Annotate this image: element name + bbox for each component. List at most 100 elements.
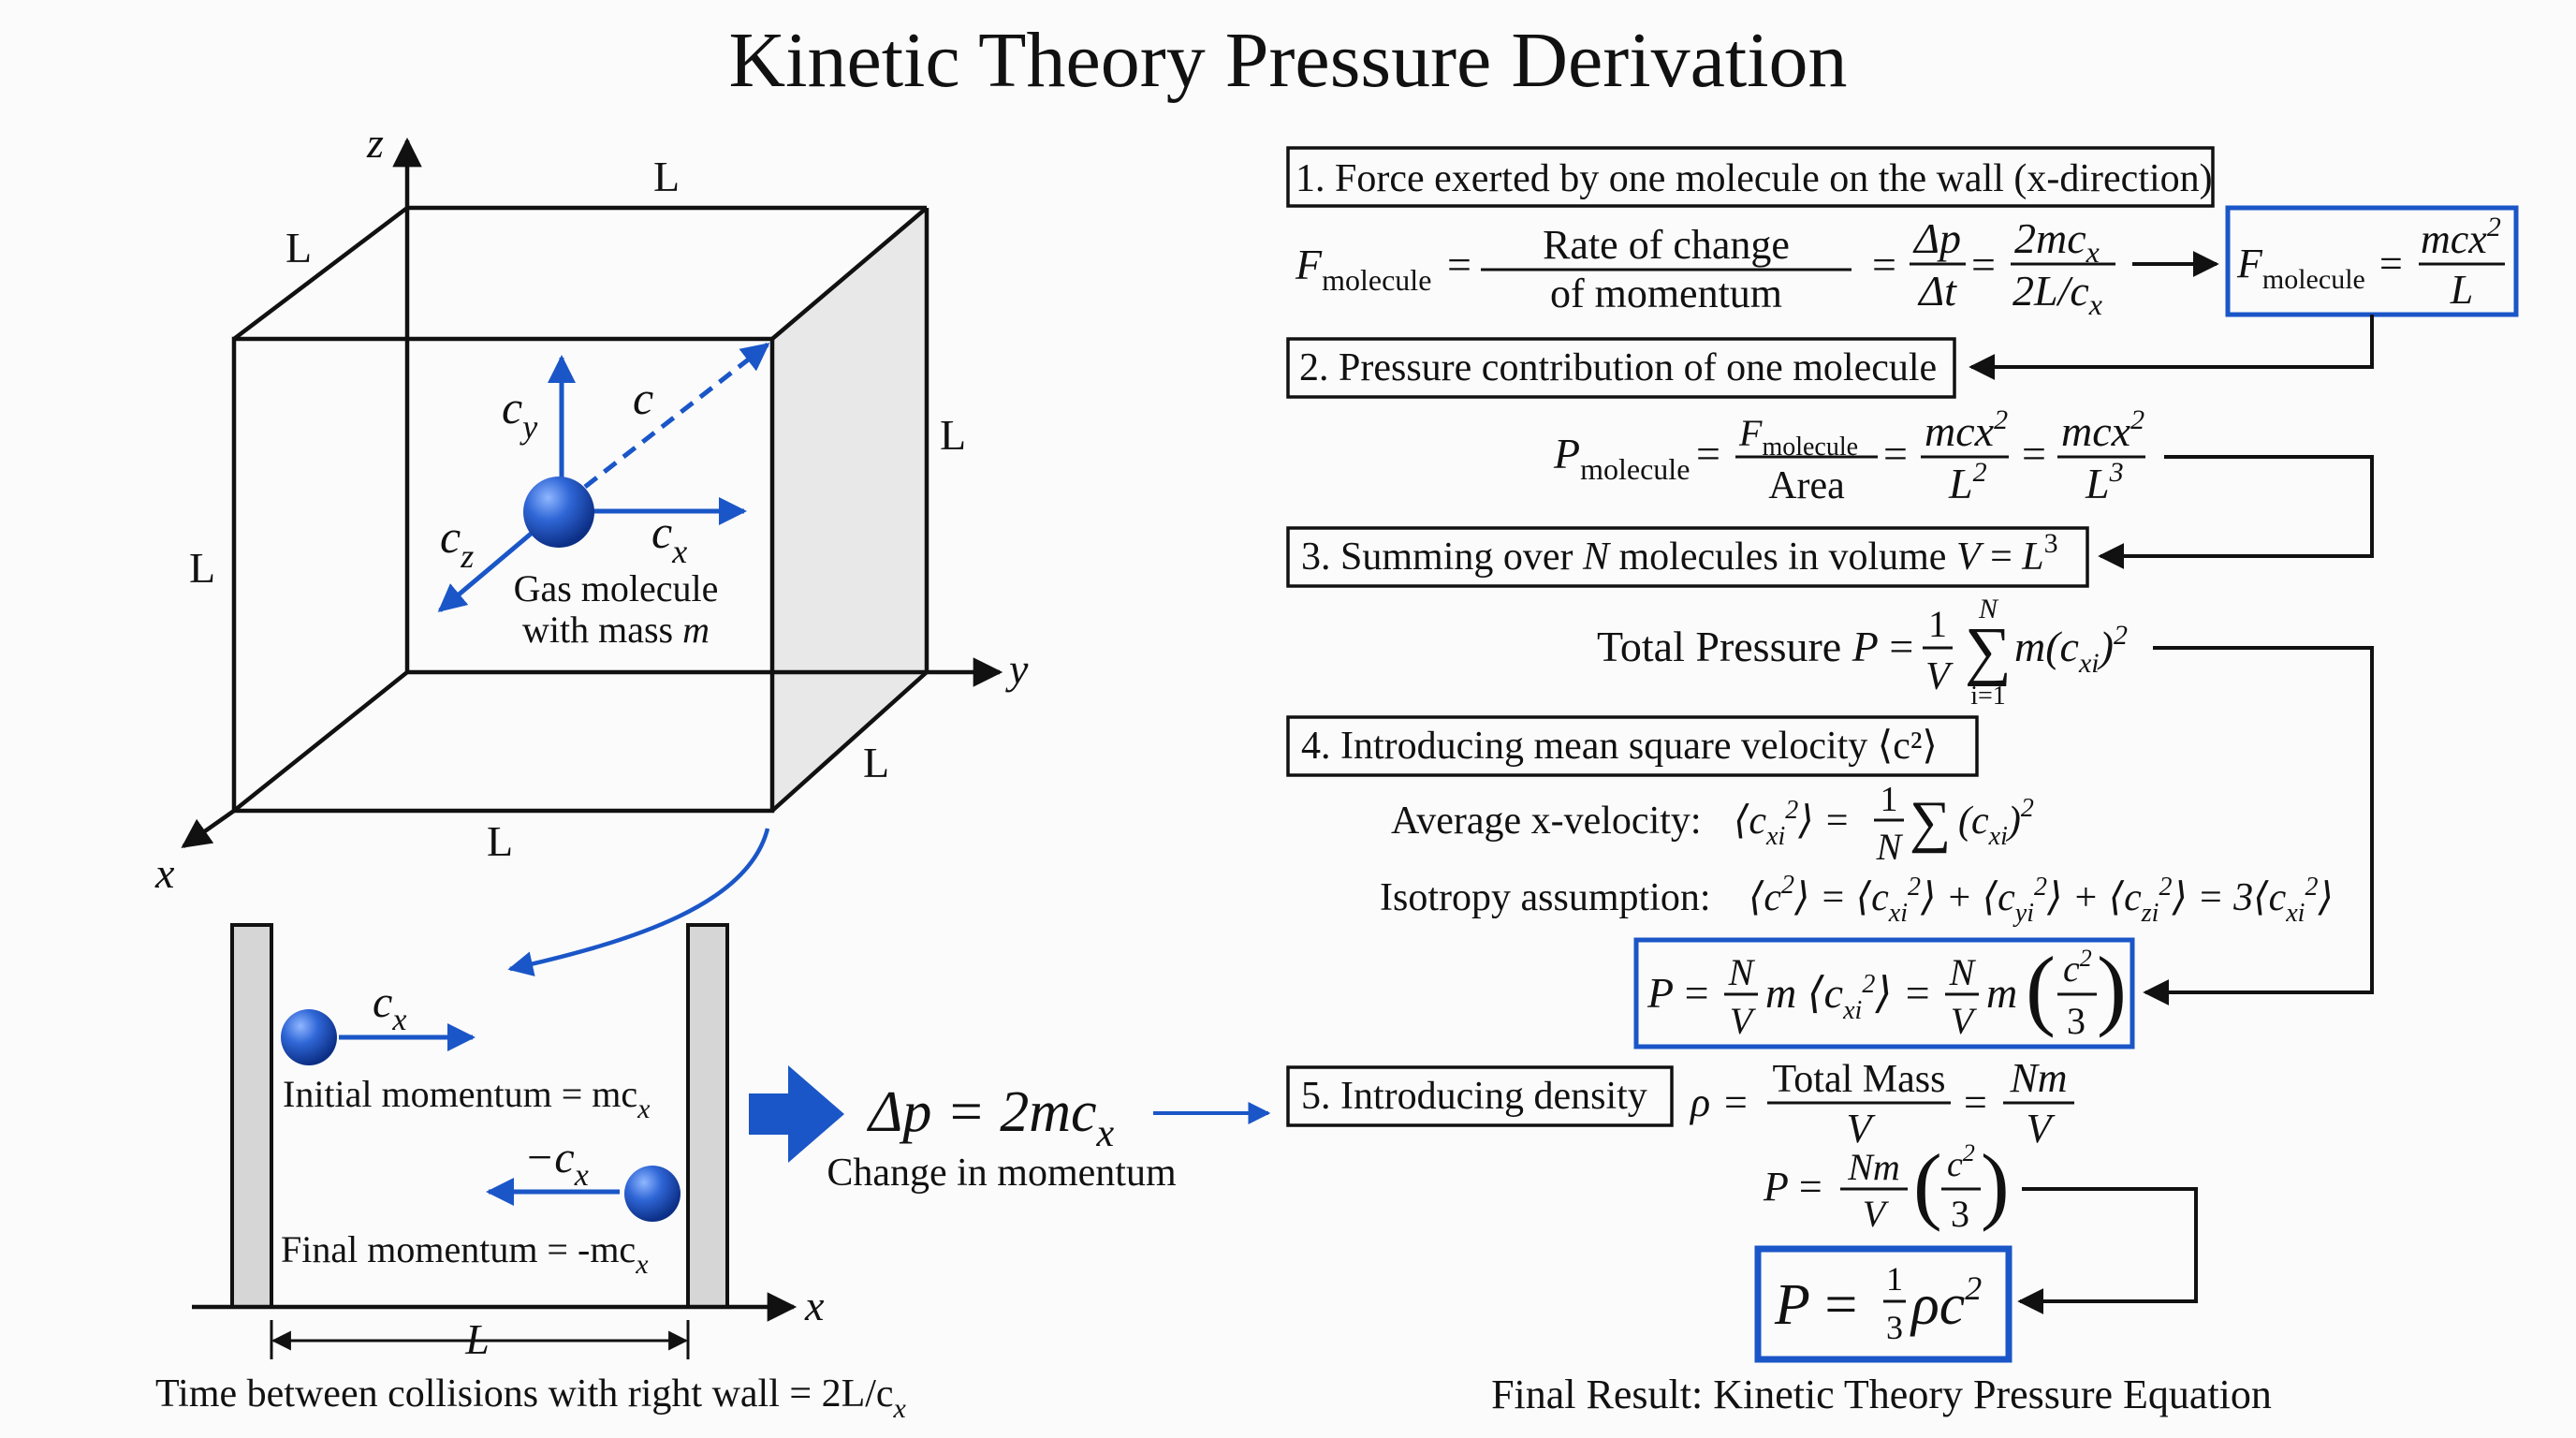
x-axis-arrow bbox=[181, 809, 236, 848]
derivation-steps: 1. Force exerted by one molecule on the … bbox=[1286, 146, 2519, 1417]
svg-text:Nm: Nm bbox=[2009, 1055, 2067, 1101]
svg-text:Average x-velocity:: Average x-velocity: bbox=[1391, 800, 1702, 843]
gas-molecule bbox=[523, 477, 594, 548]
svg-text:Fmolecule: Fmolecule bbox=[1295, 241, 1431, 297]
svg-text:1: 1 bbox=[1886, 1260, 1903, 1298]
step4-result: P = N V m ⟨cxi2⟩ = N V m ( c2 3 ) bbox=[1647, 938, 2127, 1042]
svg-text:=: = bbox=[1696, 430, 1720, 477]
cube-edge-tr bbox=[770, 206, 929, 341]
x-axis-label: x bbox=[154, 849, 175, 897]
svg-text:(: ( bbox=[1913, 1137, 1942, 1232]
cube-edge-bl bbox=[232, 670, 409, 813]
final-result-box bbox=[1754, 1245, 2012, 1363]
step3-to-result4-arrow bbox=[2143, 646, 2374, 1005]
svg-text:Area: Area bbox=[1768, 464, 1845, 507]
step3-box bbox=[1286, 526, 2089, 588]
svg-text:V: V bbox=[1863, 1193, 1890, 1235]
svg-text:mcx2: mcx2 bbox=[2421, 212, 2501, 262]
step3-heading: 3. Summing over N molecules in volume V … bbox=[1301, 528, 2058, 579]
svg-text:): ) bbox=[2097, 938, 2127, 1038]
edge-label-left: L bbox=[189, 544, 215, 592]
svg-text:Isotropy assumption:: Isotropy assumption: bbox=[1380, 876, 1711, 919]
svg-text:m: m bbox=[1986, 969, 2017, 1017]
velocity-c-arrow bbox=[583, 343, 770, 489]
step1-equation: Fmolecule = Rate of change of momentum =… bbox=[1295, 214, 2115, 321]
cube-right-face bbox=[772, 208, 927, 811]
svg-text:1: 1 bbox=[1928, 603, 1947, 645]
final-velocity-label: −cx bbox=[524, 1133, 589, 1193]
svg-text:Total Pressure P =: Total Pressure P = bbox=[1597, 623, 1913, 670]
svg-text:N: N bbox=[1949, 951, 1977, 993]
momentum-change-arrow bbox=[749, 1065, 844, 1163]
svg-text:3: 3 bbox=[1886, 1309, 1903, 1346]
svg-text:i=1: i=1 bbox=[1970, 682, 2006, 711]
cube-front-face bbox=[231, 336, 775, 814]
step1-result: Fmolecule = mcx2 L bbox=[2236, 212, 2505, 313]
left-wall bbox=[230, 923, 273, 1309]
density-equation: ρ = Total Mass V = Nm V bbox=[1689, 1055, 2074, 1152]
svg-text:N: N bbox=[1978, 594, 1999, 624]
right-wall bbox=[686, 923, 729, 1309]
svg-text:L2: L2 bbox=[1948, 457, 1987, 507]
final-result-caption: Final Result: Kinetic Theory Pressure Eq… bbox=[1491, 1372, 2272, 1417]
svg-text:⟨cxi2⟩ =: ⟨cxi2⟩ = bbox=[1734, 796, 1850, 851]
svg-text:m(cxi)2: m(cxi)2 bbox=[2014, 620, 2128, 679]
svg-text:Δt: Δt bbox=[1917, 267, 1957, 315]
svg-text:∑: ∑ bbox=[1965, 615, 2012, 687]
svg-text:=: = bbox=[1964, 1079, 1987, 1125]
svg-text:⟨c2⟩ = ⟨cxi2⟩ + ⟨cyi2⟩ + ⟨czi2: ⟨c2⟩ = ⟨cxi2⟩ + ⟨cyi2⟩ + ⟨czi2⟩ = 3⟨cxi2… bbox=[1749, 871, 2334, 928]
edge-label-bottom-right: L bbox=[863, 739, 889, 786]
final-equation: P = 1 3 ρc2 bbox=[1774, 1260, 1982, 1346]
molecule-caption-line1: Gas molecule bbox=[514, 567, 719, 609]
molecule-caption-line2: with mass m bbox=[522, 609, 710, 651]
edge-label-right: L bbox=[940, 411, 966, 459]
final-momentum-text: Final momentum = -mcx bbox=[281, 1228, 649, 1280]
svg-text:N: N bbox=[1728, 951, 1756, 993]
collision-time-text: Time between collisions with right wall … bbox=[155, 1372, 907, 1424]
svg-text:V: V bbox=[1951, 1000, 1978, 1042]
cube-figure: z y x L L L L L L cy c cz cx Gas molecul… bbox=[154, 119, 1029, 897]
svg-text:of momentum: of momentum bbox=[1550, 271, 1782, 316]
step2-box bbox=[1286, 337, 1956, 399]
initial-momentum-text: Initial momentum = mcx bbox=[283, 1073, 651, 1124]
edge-label-top-left: L bbox=[285, 224, 312, 271]
svg-text:P =: P = bbox=[1647, 969, 1709, 1017]
svg-text:∑: ∑ bbox=[1910, 790, 1951, 854]
page-title: Kinetic Theory Pressure Derivation bbox=[728, 17, 1847, 104]
svg-text:V: V bbox=[2027, 1106, 2056, 1152]
z-axis-label: z bbox=[366, 119, 384, 167]
step5-box bbox=[1286, 1065, 1674, 1127]
svg-text:N: N bbox=[1876, 826, 1904, 868]
pressure-density-equation: P = Nm V ( c2 3 ) bbox=[1763, 1137, 2010, 1235]
svg-text:=: = bbox=[1872, 241, 1896, 288]
svg-text:Rate of change: Rate of change bbox=[1543, 222, 1790, 268]
average-velocity-equation: Average x-velocity: ⟨cxi2⟩ = 1 N ∑ (cxi)… bbox=[1391, 780, 2034, 868]
svg-text:Fmolecule: Fmolecule bbox=[1738, 412, 1858, 462]
y-axis-label: y bbox=[1005, 645, 1029, 693]
step5-to-final-arrow bbox=[2017, 1187, 2198, 1314]
step2-heading: 2. Pressure contribution of one molecule bbox=[1299, 346, 1937, 389]
step4-box bbox=[1286, 715, 1979, 777]
step4-heading: 4. Introducing mean square velocity ⟨c²⟩ bbox=[1301, 725, 1938, 768]
svg-text:Pmolecule: Pmolecule bbox=[1553, 430, 1690, 486]
svg-text:mcx2: mcx2 bbox=[1925, 404, 2008, 455]
step4-result-box bbox=[1633, 937, 2135, 1049]
svg-text:3: 3 bbox=[2067, 1000, 2086, 1042]
svg-text:mcx2: mcx2 bbox=[2061, 404, 2144, 455]
svg-text:1: 1 bbox=[1881, 780, 1898, 819]
initial-velocity-label: cx bbox=[373, 977, 406, 1037]
svg-text:=: = bbox=[1883, 430, 1908, 477]
svg-text:Total Mass: Total Mass bbox=[1773, 1058, 1946, 1101]
svg-text:m ⟨cxi2⟩ =: m ⟨cxi2⟩ = bbox=[1765, 969, 1932, 1025]
svg-text:Δp: Δp bbox=[1912, 214, 1961, 262]
svg-text:=: = bbox=[1724, 1079, 1748, 1125]
svg-text:(cxi)2: (cxi)2 bbox=[1958, 794, 2034, 851]
molecule-final bbox=[624, 1166, 681, 1222]
step5-heading: 5. Introducing density bbox=[1301, 1075, 1647, 1118]
cube-edge-br bbox=[770, 670, 929, 813]
length-label: L bbox=[464, 1315, 490, 1363]
svg-text:L: L bbox=[2450, 267, 2473, 313]
svg-text:=: = bbox=[1971, 241, 1996, 288]
svg-text:3: 3 bbox=[1951, 1193, 1969, 1235]
